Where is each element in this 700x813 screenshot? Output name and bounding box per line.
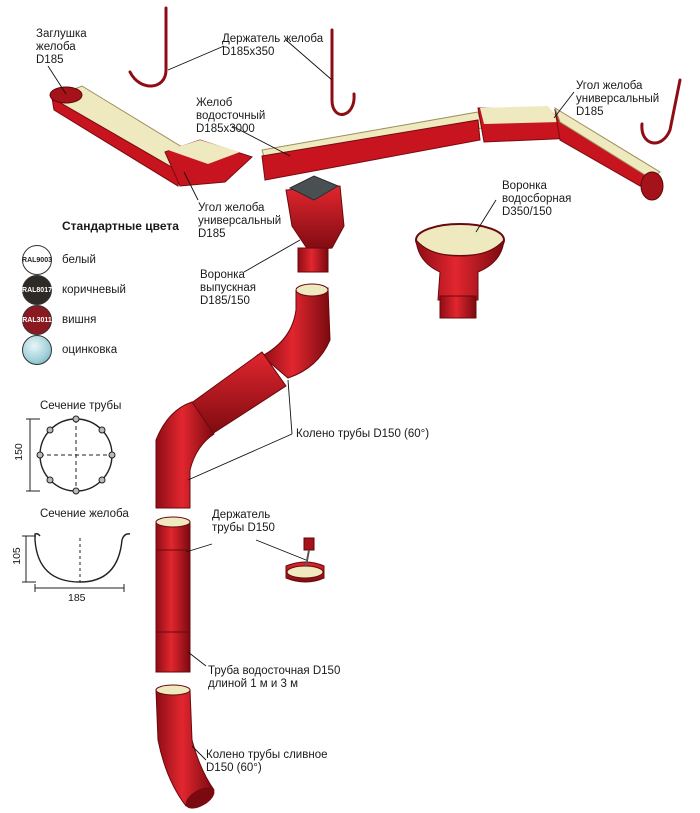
- color-row-brown: RAL8017 коричневый: [22, 275, 126, 305]
- label-corner-right: Угол желоба универсальный D185: [576, 80, 660, 118]
- gutter-section-title: Сечение желоба: [40, 508, 129, 520]
- pipe-holder: [285, 537, 325, 583]
- leader-lines: [47, 39, 575, 761]
- color-row-white: RAL9003 белый: [22, 245, 96, 275]
- gutter-corner-left: [164, 139, 253, 187]
- funnel-collection: [415, 223, 505, 319]
- gutter-section-drawing: [22, 533, 131, 592]
- gutter-section-width: 185: [68, 592, 86, 604]
- pipe-section-drawing: [26, 415, 116, 495]
- pipe-section-dimension: 150: [12, 443, 25, 461]
- gutter-section-height: 105: [10, 547, 23, 565]
- color-swatch-brown: RAL8017: [22, 275, 52, 305]
- label-funnel-collect: Воронка водосборная D350/150: [502, 180, 572, 218]
- label-gutter: Желоб водосточный D185х3000: [196, 97, 266, 135]
- label-corner-left: Угол желоба универсальный D185: [198, 202, 282, 240]
- color-row-cherry: RAL3011 вишня: [22, 305, 96, 335]
- downpipe: [155, 516, 191, 673]
- gutter-holder-hooks: [128, 6, 682, 145]
- funnel-outlet: [285, 175, 345, 273]
- gutter-holder-hook-3: [640, 78, 682, 145]
- gutter-holder-hook-2: [330, 28, 356, 116]
- label-gutter-holder: Держатель желоба D185х350: [222, 33, 324, 58]
- label-drain-elbow: Колено трубы сливное D150 (60°): [206, 749, 328, 774]
- gutter-holder-hook-1: [128, 6, 168, 88]
- gutter-cap: [49, 86, 83, 104]
- color-swatch-zinc: [22, 335, 52, 365]
- label-pipe-holder: Держатель трубы D150: [212, 509, 275, 534]
- label-funnel-outlet: Воронка выпускная D185/150: [200, 269, 256, 307]
- gutter-main-section: [261, 111, 483, 181]
- color-name-white: белый: [62, 254, 96, 266]
- color-row-zinc: оцинковка: [22, 335, 117, 365]
- pipe-section-title: Сечение трубы: [40, 400, 122, 412]
- color-swatch-cherry: RAL3011: [22, 305, 52, 335]
- gutter-corner-right: [477, 106, 577, 143]
- label-gutter-cap: Заглушка желоба D185: [36, 28, 87, 66]
- color-name-zinc: оцинковка: [62, 344, 118, 356]
- gutter-right-section: [554, 106, 664, 201]
- color-name-cherry: вишня: [62, 314, 97, 326]
- colors-title: Стандартные цвета: [62, 219, 179, 233]
- label-elbow: Колено трубы D150 (60°): [296, 428, 430, 440]
- color-swatch-white: RAL9003: [22, 245, 52, 275]
- elbow-lower: [155, 401, 215, 509]
- color-name-brown: коричневый: [62, 284, 126, 296]
- label-pipe: Труба водосточная D150 длиной 1 м и 3 м: [208, 665, 341, 690]
